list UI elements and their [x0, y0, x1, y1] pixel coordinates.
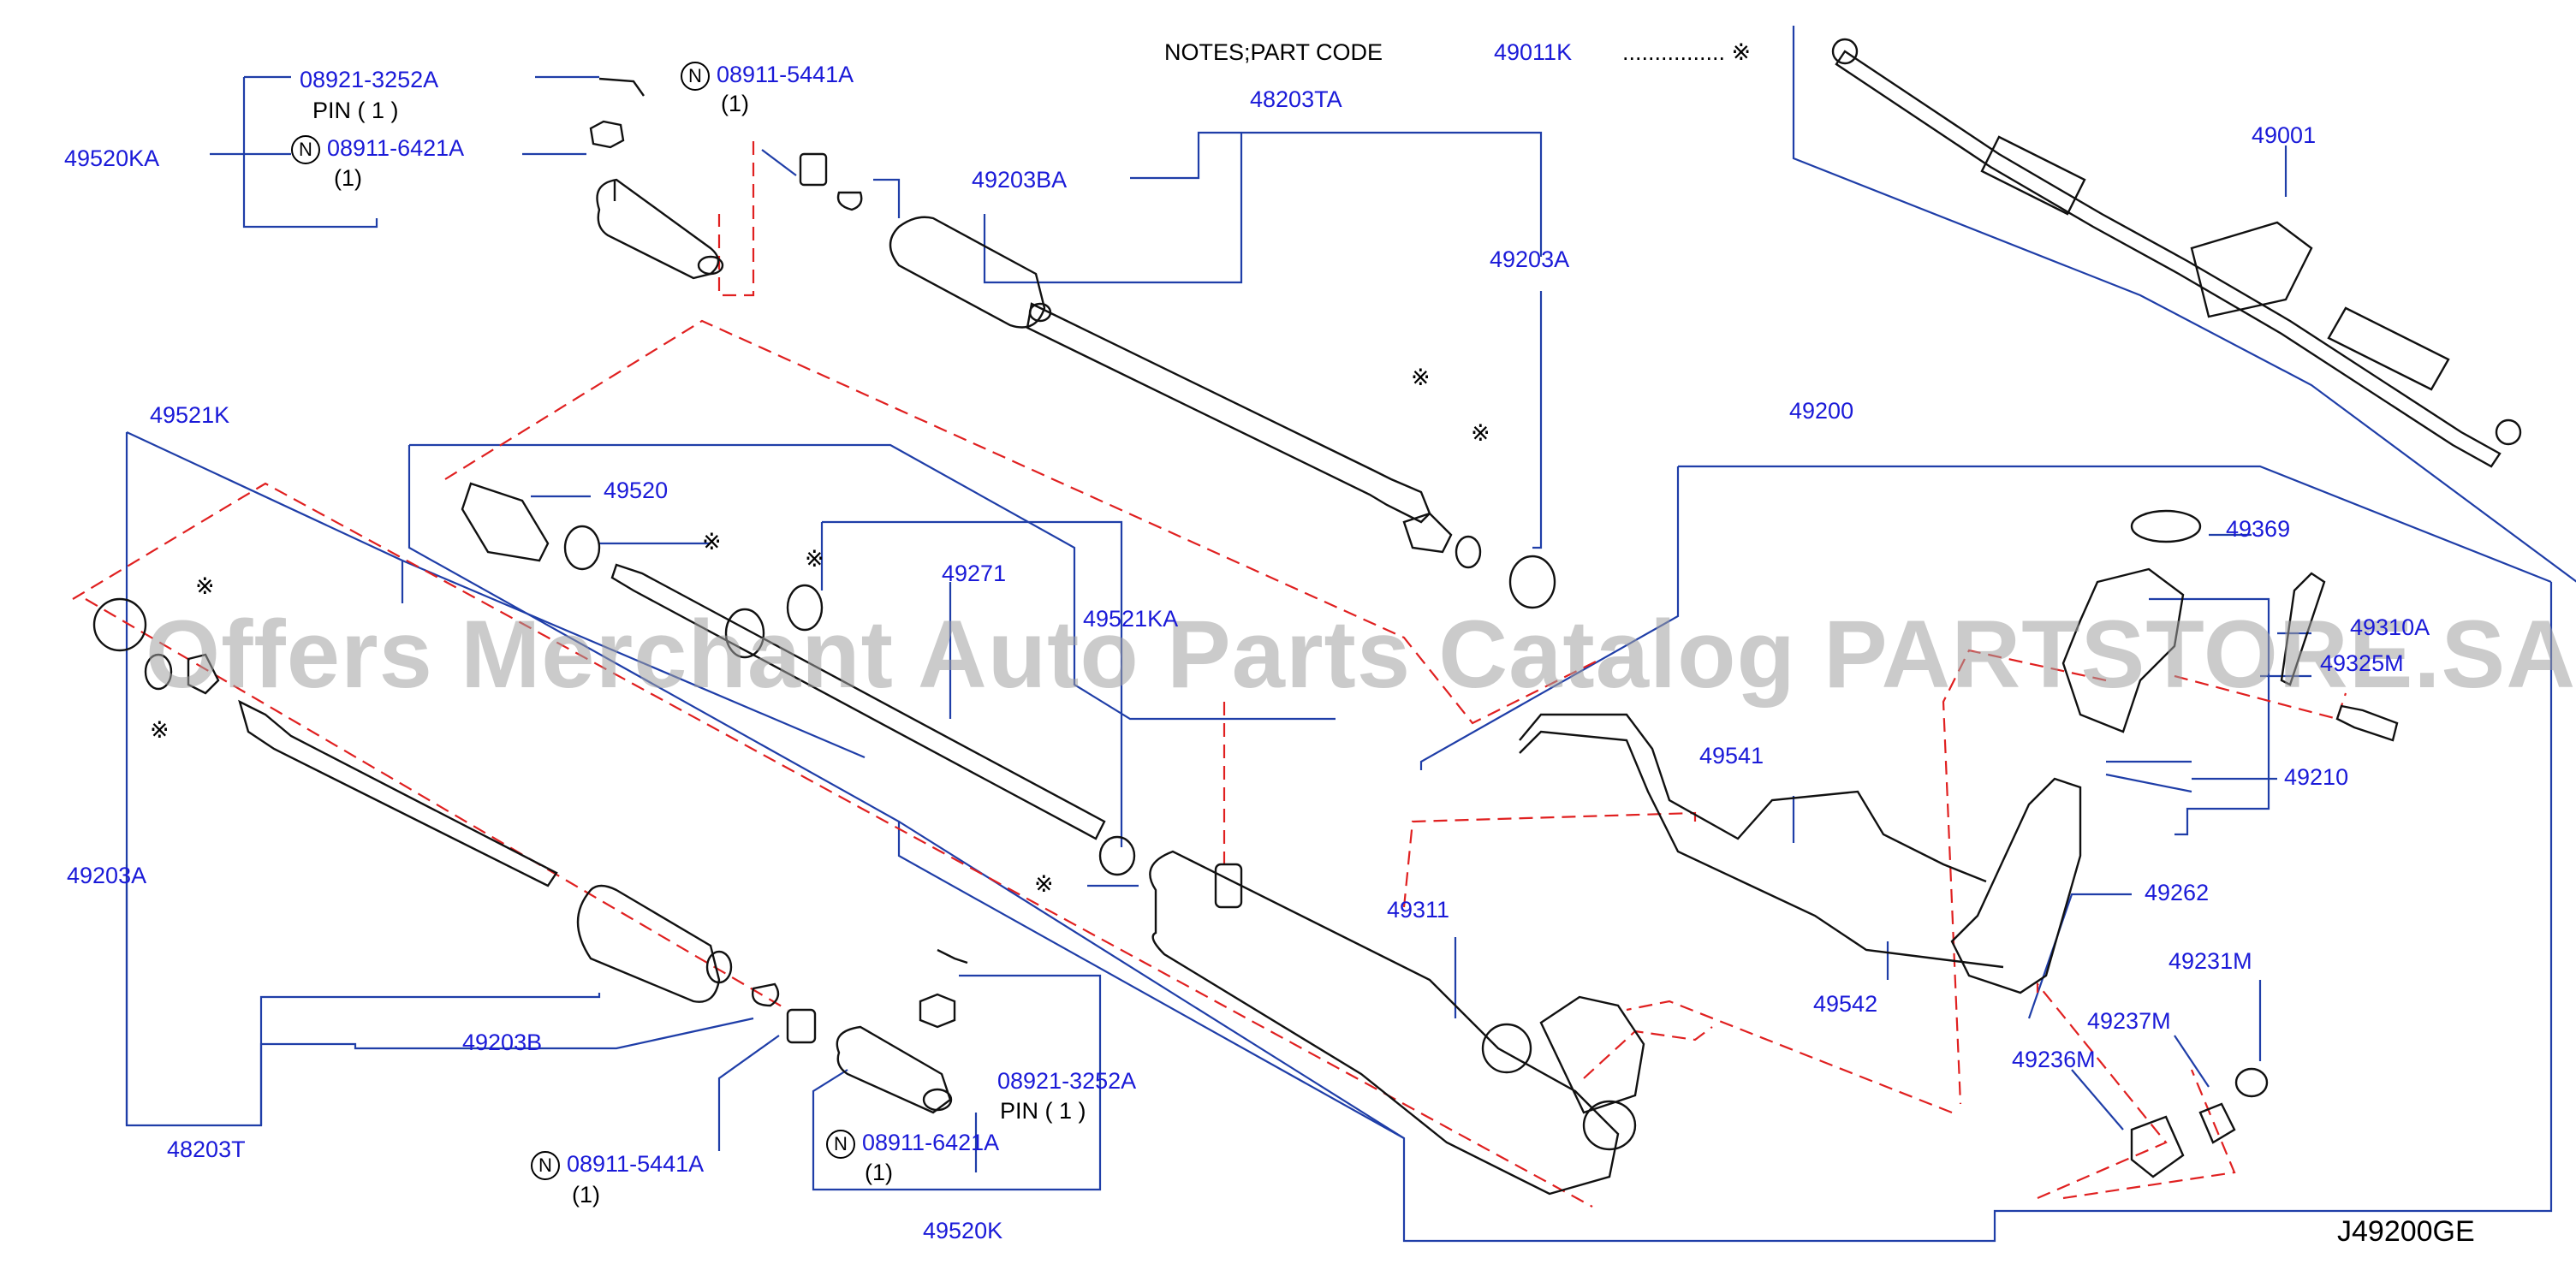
cap-49231M	[2234, 1067, 2269, 1098]
part-49521KA[interactable]: 49521KA	[1083, 606, 1179, 632]
part-49325M[interactable]: 49325M	[2320, 650, 2404, 676]
fitting-49325M	[2335, 704, 2399, 742]
circle-n-icon: N	[681, 62, 710, 91]
note-mark: ※	[1411, 365, 1431, 390]
pin-qty-bottom: PIN ( 1 )	[1000, 1098, 1086, 1124]
washer-l	[144, 653, 173, 691]
explode-dash-lines	[72, 141, 2347, 1208]
circle-n-icon: N	[531, 1151, 560, 1180]
washer-49520	[563, 525, 601, 571]
clip-49203B	[752, 982, 780, 1007]
part-49542[interactable]: 49542	[1813, 991, 1878, 1017]
nut-5441-bot	[786, 1008, 817, 1044]
part-49310A[interactable]: 49310A	[2350, 614, 2430, 640]
spring-49237M	[2198, 1102, 2236, 1144]
qty-6421-bottom: (1)	[865, 1160, 893, 1185]
part-49271[interactable]: 49271	[942, 561, 1007, 586]
steering-rack-assembly	[1835, 50, 2502, 468]
part-49001[interactable]: 49001	[2252, 122, 2317, 148]
part-49200[interactable]: 49200	[1789, 398, 1854, 424]
part-49541[interactable]: 49541	[1699, 743, 1764, 769]
lock-plate-l	[187, 653, 220, 695]
part-49231M[interactable]: 49231M	[2168, 948, 2252, 974]
leader-lines	[125, 26, 2576, 1243]
part-49369[interactable]: 49369	[2226, 516, 2291, 542]
part-49520KA[interactable]: 49520KA	[64, 145, 160, 171]
nut-bot	[919, 993, 956, 1029]
tie-rod-end-top	[596, 178, 720, 280]
watermark: Offers Merchant Auto Parts Catalog PARTS…	[146, 601, 2576, 708]
part-49236M[interactable]: 49236M	[2012, 1047, 2096, 1072]
part-48203TA[interactable]: 48203TA	[1250, 86, 1342, 112]
circle-n-icon: N	[291, 135, 320, 164]
pinion-49262	[1950, 777, 2082, 994]
part-48203T[interactable]: 48203T	[167, 1136, 246, 1162]
note-mark: ※	[1034, 871, 1054, 897]
parts	[92, 38, 2522, 1196]
circle-n-icon: N	[826, 1130, 855, 1159]
note-mark: ※	[1471, 420, 1490, 446]
clip-49203BA	[836, 191, 863, 211]
bolt-49310A	[2280, 572, 2326, 686]
nut-top-left	[589, 120, 625, 149]
rack-49271	[610, 563, 1106, 840]
inner-tie-rod-top	[1026, 302, 1431, 524]
bushing-49520	[461, 482, 550, 562]
cotter-pin-bot	[937, 948, 968, 964]
qty-6421-top: (1)	[334, 165, 362, 191]
part-49210[interactable]: 49210	[2284, 764, 2349, 790]
diagram-code: J49200GE	[2337, 1215, 2475, 1248]
pipe-49542	[1519, 730, 2004, 969]
valve-housing	[2061, 567, 2185, 733]
part-49203A-right[interactable]: 49203A	[1490, 246, 1570, 272]
boot-top	[889, 216, 1046, 329]
part-49520[interactable]: 49520	[604, 478, 669, 503]
note-mark: ※	[150, 717, 170, 743]
washer-r	[1455, 535, 1482, 569]
boot-left	[576, 884, 721, 1003]
part-49521K[interactable]: 49521K	[150, 402, 230, 428]
part-49311[interactable]: 49311	[1387, 897, 1450, 923]
part-08921-3252A-top[interactable]: 08921-3252A	[300, 67, 439, 92]
note-mark: ※	[702, 529, 722, 555]
part-49203B[interactable]: 49203B	[462, 1030, 543, 1055]
part-49520K[interactable]: 49520K	[923, 1218, 1003, 1243]
nut-5441-top	[799, 152, 828, 187]
part-49203A-left[interactable]: 49203A	[67, 863, 147, 888]
lock-plate	[1402, 512, 1453, 554]
part-49237M[interactable]: 49237M	[2087, 1008, 2171, 1034]
note-mark: ※	[805, 546, 824, 572]
clamp-49203A-r	[1508, 555, 1556, 609]
part-49262[interactable]: 49262	[2145, 880, 2210, 905]
pipe-49541	[1519, 713, 1987, 883]
pin-qty-top: PIN ( 1 )	[312, 98, 399, 123]
notes-dots: ................ ※	[1622, 39, 1752, 65]
note-mark: ※	[195, 573, 215, 599]
housing-49311	[1149, 850, 1620, 1196]
qty-5441-top: (1)	[721, 91, 749, 116]
notes-part-link[interactable]: 49011K	[1494, 39, 1573, 65]
yoke-49236M	[2130, 1115, 2185, 1178]
qty-5441-bottom: (1)	[572, 1182, 600, 1208]
part-49203BA[interactable]: 49203BA	[972, 167, 1068, 193]
clamp-49203A-l	[92, 597, 147, 652]
part-08921-3252A-bottom[interactable]: 08921-3252A	[997, 1068, 1137, 1094]
tie-rod-end-bot	[836, 1025, 952, 1114]
inner-tie-rod-left	[238, 699, 558, 887]
seal-49369	[2130, 509, 2202, 543]
notes-label: NOTES;PART CODE	[1164, 39, 1383, 65]
cotter-pin-top	[598, 77, 645, 97]
